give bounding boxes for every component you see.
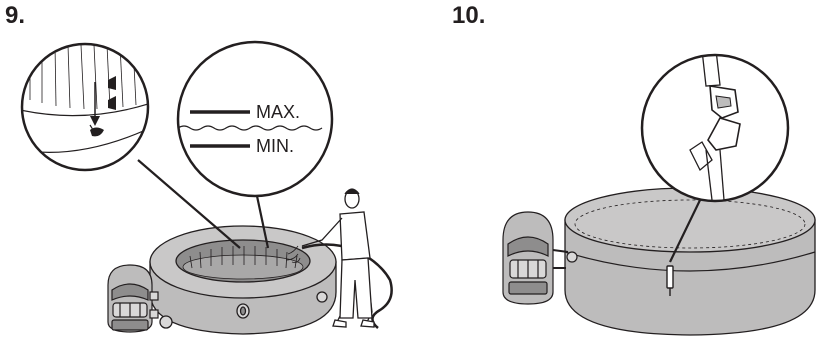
min-label: MIN. [256, 136, 294, 156]
covered-spa-icon [565, 188, 815, 335]
buckle-detail-callout [642, 50, 788, 201]
max-label: MAX. [256, 102, 300, 122]
drain-detail-callout [20, 44, 160, 170]
step9-scene: MAX. MIN. [20, 42, 392, 334]
water-level-callout: MAX. MIN. [178, 42, 332, 196]
step10-scene [503, 50, 815, 335]
pump-unit-icon [108, 265, 158, 332]
spa-tub-icon [150, 226, 336, 334]
